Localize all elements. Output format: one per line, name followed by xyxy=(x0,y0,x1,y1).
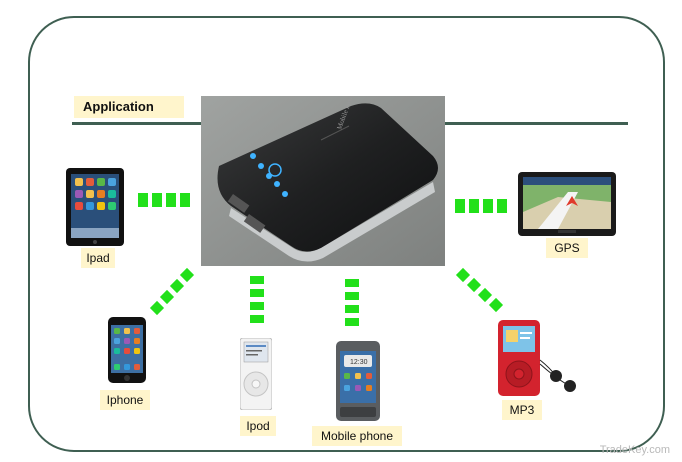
ipod-label: Ipod xyxy=(240,416,276,436)
ipad-label: Ipad xyxy=(81,248,115,268)
gps-image xyxy=(518,172,616,241)
application-header: Application xyxy=(74,96,184,118)
ipad-image xyxy=(66,168,124,251)
gps-label: GPS xyxy=(546,238,588,258)
ipod-image xyxy=(239,337,273,415)
iphone-label: Iphone xyxy=(100,390,150,410)
mp3-image xyxy=(498,320,580,403)
watermark: TradeKey.com xyxy=(599,444,670,456)
svg-text:12:30: 12:30 xyxy=(350,359,368,366)
mobile-phone-image: 12:30 xyxy=(336,341,380,426)
mobile-phone-label: Mobile phone xyxy=(312,426,402,446)
power-bank-image: Mobile Power xyxy=(201,96,445,266)
mp3-label: MP3 xyxy=(502,400,542,420)
rounded-frame xyxy=(28,16,665,452)
iphone-image xyxy=(108,317,146,388)
